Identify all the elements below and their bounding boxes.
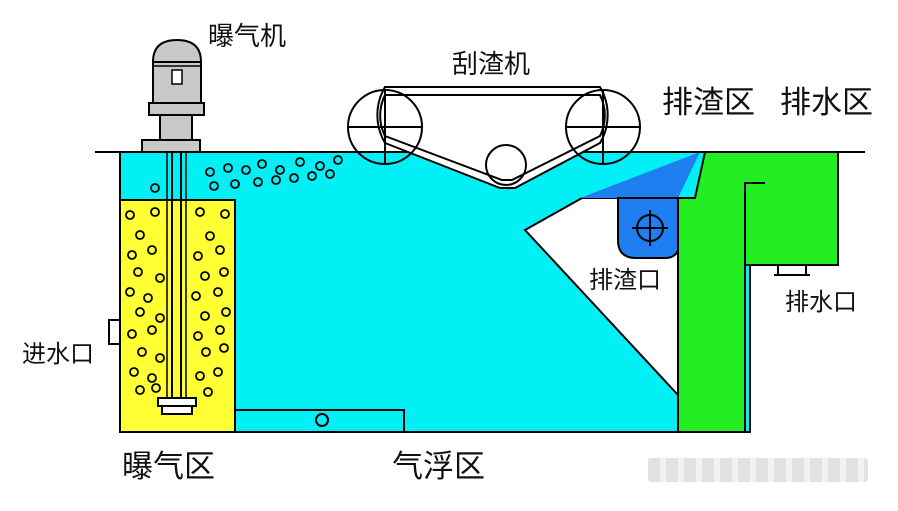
bubble	[241, 165, 251, 175]
bubble	[221, 307, 231, 317]
bubble	[155, 273, 165, 283]
bubble	[213, 367, 223, 377]
bubble	[150, 183, 160, 193]
bubble	[219, 343, 229, 353]
sludge-outlet-label: 排渣口	[589, 266, 661, 294]
bubble	[129, 367, 139, 377]
bubble	[205, 167, 215, 177]
bubble	[253, 177, 263, 187]
bubble	[200, 271, 210, 281]
bubble	[213, 287, 223, 297]
bubble	[333, 155, 343, 165]
bubble	[275, 165, 285, 175]
bubble	[205, 231, 215, 241]
bubble	[127, 329, 137, 339]
drain-zone-label: 排水区	[780, 85, 873, 121]
drain-outlet-flange	[777, 264, 807, 276]
sludge-zone-label: 排渣区	[662, 85, 755, 121]
bubble	[195, 371, 205, 381]
skimmer-label: 刮渣机	[452, 50, 531, 80]
bubble	[271, 175, 281, 185]
bubble	[143, 293, 153, 303]
bubble	[215, 245, 225, 255]
bubble	[150, 207, 160, 217]
sludge-valve-icon	[632, 210, 668, 246]
bottom-pipe	[235, 409, 405, 432]
bubble	[147, 245, 157, 255]
bubble	[155, 353, 165, 363]
inlet-nozzle	[108, 319, 121, 345]
bubble	[307, 171, 317, 181]
bubble	[135, 385, 145, 395]
bubble	[147, 373, 157, 383]
bubble	[151, 383, 161, 393]
drain-inner-weir	[744, 182, 765, 265]
watermark	[648, 458, 868, 482]
bubble	[295, 157, 305, 167]
bubble	[325, 169, 335, 179]
bottom-pipe-orifice	[315, 413, 329, 427]
flotation-zone-label: 气浮区	[392, 449, 485, 485]
bubble	[289, 173, 299, 183]
bubble	[125, 287, 135, 297]
bubble	[315, 161, 325, 171]
bubble	[220, 209, 230, 219]
bubble	[191, 291, 201, 301]
bubble	[203, 387, 213, 397]
bubble	[147, 325, 157, 335]
air-bubbles	[125, 155, 343, 397]
inlet-label: 进水口	[22, 340, 94, 368]
aeration-zone-label: 曝气区	[122, 449, 215, 485]
bubble	[137, 347, 147, 357]
bubble	[135, 230, 145, 240]
bubble	[257, 159, 267, 169]
bubble	[195, 207, 205, 217]
skimmer	[347, 86, 641, 189]
bubble	[219, 267, 229, 277]
drain-outlet-label: 排水口	[785, 288, 857, 316]
bubble	[193, 251, 203, 261]
bubble	[135, 307, 145, 317]
bubble	[215, 325, 225, 335]
bubble	[209, 181, 219, 191]
bubble	[201, 347, 211, 357]
bubble	[193, 331, 203, 341]
bubble	[125, 210, 135, 220]
aerator-impeller	[157, 397, 197, 415]
bubble	[200, 311, 210, 321]
aerator-motor	[141, 38, 205, 153]
bubble	[133, 267, 143, 277]
bubble	[230, 179, 240, 189]
tank-outline	[119, 152, 751, 433]
bubble	[127, 250, 137, 260]
aerator-label: 曝气机	[208, 22, 287, 52]
sludge-surface-wedge	[580, 152, 700, 198]
bubble	[155, 313, 165, 323]
aerator-shaft	[166, 152, 187, 408]
bubble	[223, 163, 233, 173]
